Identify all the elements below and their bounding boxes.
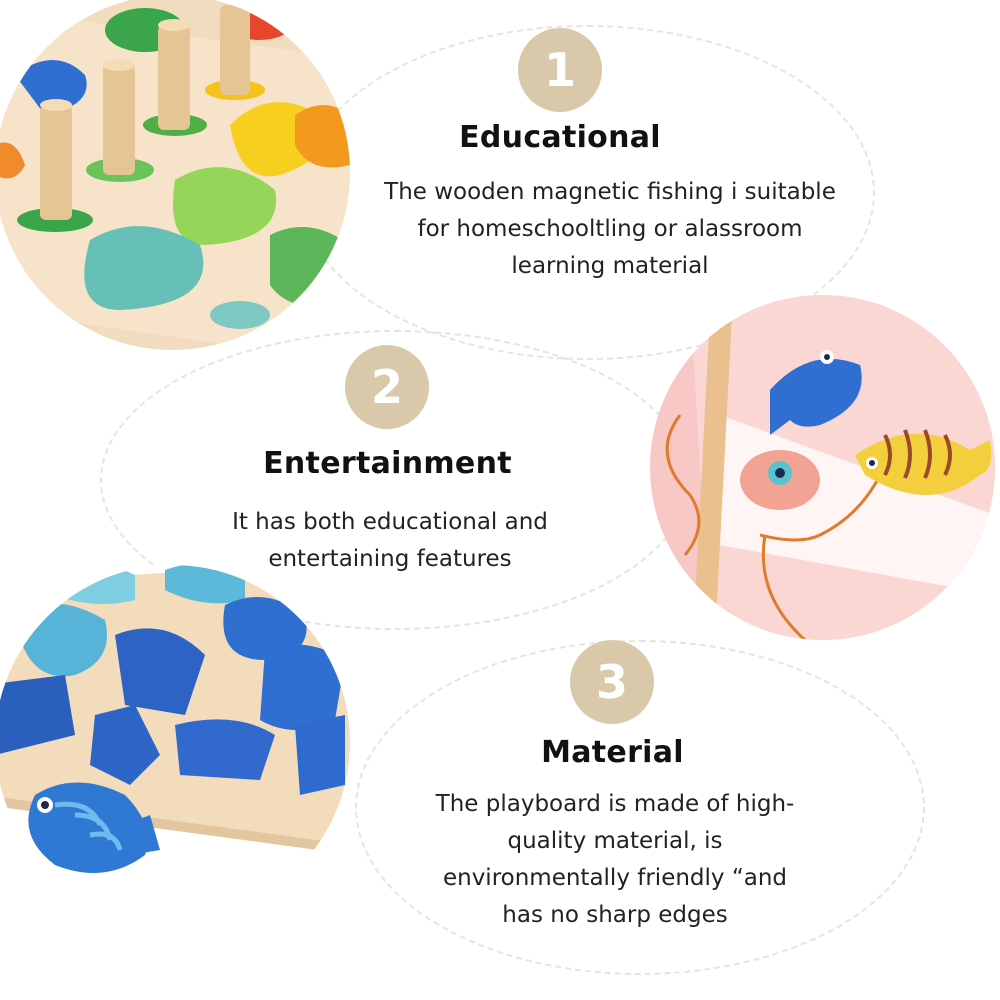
feature-2-description: It has both educational and entertaining… [180, 504, 600, 578]
feature-3-line-3: environmentally friendly “and [442, 865, 788, 891]
feature-2-line-2: entertaining features [268, 546, 512, 572]
feature-1-description: The wooden magnetic fishing i suitable f… [350, 174, 870, 285]
feature-3-line-1: The playboard is made of high- [435, 791, 795, 817]
feature-2-line-1: It has both educational and [232, 509, 548, 535]
feature-3-line-2: quality material, is [507, 828, 723, 854]
feature-3-title: Material [541, 735, 684, 770]
feature-1-number-badge: 1 [518, 28, 602, 112]
fishing-rod-fish-photo [650, 295, 995, 640]
feature-3-description: The playboard is made of high- quality m… [395, 786, 835, 934]
alphabet-puzzle-board-icon [0, 565, 350, 920]
dashed-ellipse-3 [355, 640, 925, 975]
feature-2-number-badge: 2 [345, 345, 429, 429]
number-puzzle-board-photo [0, 0, 350, 350]
feature-3-number-badge: 3 [570, 640, 654, 724]
feature-1-line-1: The wooden magnetic fishing i suitable [384, 179, 836, 205]
number-puzzle-board-icon [0, 0, 350, 350]
alphabet-puzzle-board-photo [0, 565, 350, 920]
fishing-rod-fish-icon [650, 295, 995, 640]
feature-3-line-4: has no sharp edges [502, 902, 728, 928]
feature-2-title: Entertainment [263, 446, 512, 481]
feature-1-line-2: for homeschooltling or alassroom [417, 216, 803, 242]
feature-1-line-3: learning material [511, 253, 709, 279]
feature-1-title: Educational [459, 120, 661, 155]
